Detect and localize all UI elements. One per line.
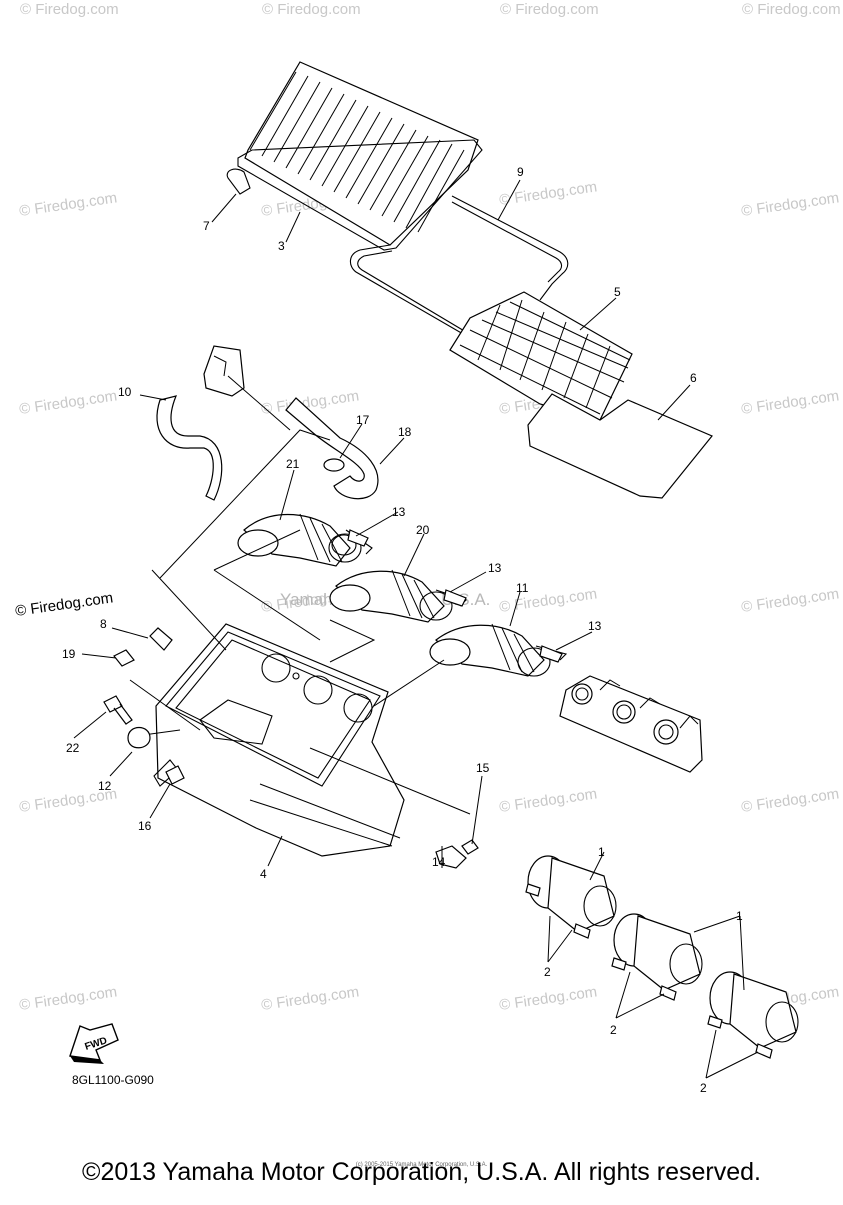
callout-1-a: 1 xyxy=(598,845,605,859)
callout-13-b: 13 xyxy=(488,561,502,575)
callout-6: 6 xyxy=(690,371,697,385)
watermark: © Firedog.com xyxy=(498,983,598,1014)
callout-5: 5 xyxy=(614,285,621,299)
part-screw-15 xyxy=(461,839,479,855)
callout-2-c: 2 xyxy=(700,1081,707,1095)
watermark: © Firedog.com xyxy=(500,1,599,18)
callout-2-b: 2 xyxy=(610,1023,617,1037)
callout-16: 16 xyxy=(138,819,152,833)
callout-10: 10 xyxy=(118,385,132,399)
callout-9: 9 xyxy=(517,165,524,179)
part-hose-9 xyxy=(349,195,569,339)
callout-13-c: 13 xyxy=(588,619,602,633)
part-collar-16 xyxy=(165,765,185,785)
callout-14: 14 xyxy=(432,855,446,869)
watermark: © Firedog.com xyxy=(498,585,598,616)
watermark: © Firedog.com xyxy=(18,189,118,220)
watermark: © Firedog.com xyxy=(742,1,841,18)
tiny-notice: (c) 2005-2015 Yamaha Motor Corporation, … xyxy=(355,1162,488,1168)
part-clamps-13 xyxy=(331,529,563,663)
part-joint-1-a xyxy=(525,855,617,939)
watermark: © Firedog.com xyxy=(20,1,119,18)
part-hose-18 xyxy=(285,397,379,500)
copyright-footer: ©2013 Yamaha Motor Corporation, U.S.A. A… xyxy=(82,1158,761,1186)
watermark: © Firedog.com xyxy=(740,189,840,220)
watermark-dark: © Firedog.com xyxy=(14,589,114,620)
part-funnel-20 xyxy=(329,569,468,623)
callout-3: 3 xyxy=(278,239,285,253)
part-bolt-22 xyxy=(103,695,133,725)
watermark: © Firedog.com xyxy=(18,983,118,1014)
part-funnel-11 xyxy=(429,623,568,677)
callout-4: 4 xyxy=(260,867,267,881)
part-joint-10 xyxy=(203,345,245,397)
part-air-filter-cover xyxy=(226,61,483,251)
callout-22: 22 xyxy=(66,741,80,755)
part-hose-10 xyxy=(156,395,223,501)
callout-19: 19 xyxy=(62,647,76,661)
watermark: © Firedog.com xyxy=(740,585,840,616)
callout-11: 11 xyxy=(516,581,529,595)
watermark: © Firedog.com xyxy=(498,178,598,209)
part-funnel-21 xyxy=(237,513,373,567)
callout-2-a: 2 xyxy=(544,965,551,979)
part-airbox-4 xyxy=(153,623,405,857)
watermark: © Firedog.com xyxy=(260,983,360,1014)
callout-15: 15 xyxy=(476,761,490,775)
callout-8: 8 xyxy=(100,617,107,631)
callout-1-b: 1 xyxy=(736,909,743,923)
fwd-arrow-icon: FWD xyxy=(69,1023,119,1064)
part-plug-8 xyxy=(149,627,173,651)
part-pad-6 xyxy=(527,393,713,499)
part-joint-1-b xyxy=(611,913,703,1001)
watermark: © Firedog.com xyxy=(740,387,840,418)
assembly-lines xyxy=(129,375,471,815)
leader-lines xyxy=(73,179,759,1079)
watermark: © Firedog.com xyxy=(18,387,118,418)
part-joint-1-c xyxy=(707,971,799,1059)
callout-labels: 9 5 6 7 3 10 17 18 21 13 20 13 11 13 8 1… xyxy=(62,165,743,1095)
watermark: © Firedog.com xyxy=(740,785,840,816)
watermark: © Firedog.com xyxy=(262,1,361,18)
diagram-code: 8GL1100-G090 xyxy=(72,1073,154,1087)
part-clip-19 xyxy=(113,649,135,667)
callout-20: 20 xyxy=(416,523,430,537)
part-clip-17 xyxy=(323,458,345,472)
part-grommet-12 xyxy=(127,726,151,749)
watermark: © Firedog.com xyxy=(498,785,598,816)
callout-18: 18 xyxy=(398,425,412,439)
callout-13-a: 13 xyxy=(392,505,406,519)
part-screen-5 xyxy=(449,291,633,421)
callout-17: 17 xyxy=(356,413,370,427)
callout-12: 12 xyxy=(98,779,112,793)
part-throttle-body xyxy=(559,675,703,773)
part-sensor-14 xyxy=(435,845,467,869)
callout-21: 21 xyxy=(286,457,300,471)
callout-7: 7 xyxy=(203,219,210,233)
